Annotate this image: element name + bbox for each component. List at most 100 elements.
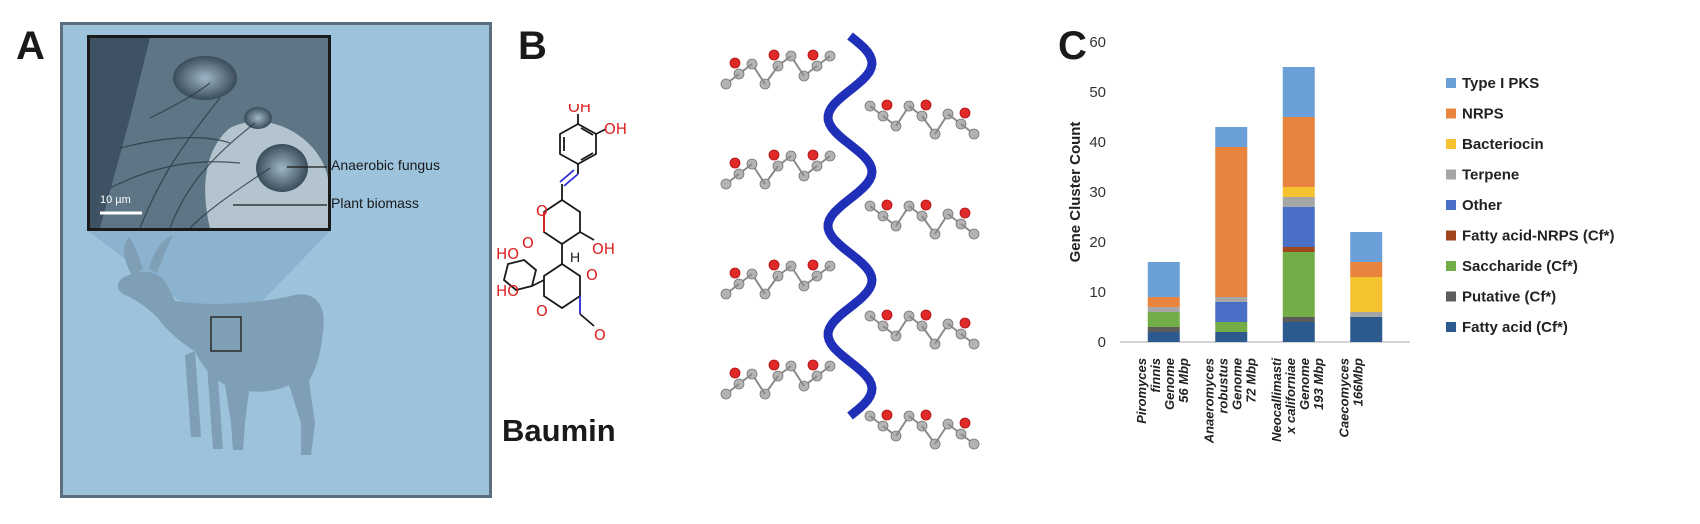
bar-segment	[1147, 262, 1180, 297]
legend-swatch	[1446, 139, 1456, 149]
atom-oh-3: OH	[592, 240, 615, 258]
sugar-chain	[864, 199, 980, 240]
x-category-label: 72 Mbp	[1243, 358, 1258, 403]
atom-ho-1: HO	[496, 245, 519, 263]
bar-segment	[1282, 317, 1315, 322]
x-category-label: Genome	[1229, 358, 1244, 410]
x-category-label: 56 Mbp	[1176, 358, 1191, 403]
bar-segment	[1282, 197, 1315, 207]
legend-swatch	[1446, 200, 1456, 210]
x-category-label: Anaeromyces	[1201, 358, 1216, 444]
legend-swatch	[1446, 78, 1456, 88]
bar-segment	[1215, 302, 1248, 322]
annotation-anaerobic-fungus: Anaerobic fungus	[331, 157, 440, 173]
bar-segment	[1282, 322, 1315, 342]
x-category-label: 193 Mbp	[1311, 358, 1326, 410]
legend-entry: Fatty acid (Cf*)	[1462, 319, 1568, 336]
legend-entry: Terpene	[1462, 167, 1519, 184]
y-tick-label: 20	[1089, 234, 1106, 251]
scale-bar-label: 10 µm	[100, 194, 131, 206]
atom-h: H	[570, 249, 580, 265]
bar-segment	[1350, 262, 1383, 277]
helix-ribbon	[823, 32, 877, 420]
bar-segment	[1147, 327, 1180, 332]
legend-entry: Bacteriocin	[1462, 136, 1544, 153]
legend-swatch	[1446, 261, 1456, 271]
bar-segment	[1350, 232, 1383, 262]
bar-segment	[1147, 297, 1180, 307]
sugar-chain	[720, 49, 836, 90]
y-axis-title: Gene Cluster Count	[1067, 122, 1084, 263]
x-category-label: Neocallimasti	[1269, 358, 1284, 442]
annotation-plant-biomass: Plant biomass	[331, 195, 419, 211]
panel-letter-a: A	[16, 24, 45, 68]
legend-swatch	[1446, 108, 1456, 119]
legend-entry: Putative (Cf*)	[1462, 289, 1556, 306]
atom-o-ring: O	[536, 302, 548, 320]
legend-entry: Other	[1462, 197, 1502, 214]
bar-segment	[1282, 247, 1315, 252]
micrograph-image	[90, 38, 328, 228]
panel-letter-c: C	[1058, 24, 1087, 68]
baumin-structure: OH OH OH HO HO O O O O O H	[496, 104, 627, 344]
sugar-chain	[720, 149, 836, 190]
sugar-chain	[864, 99, 980, 140]
rumen-highlight-box	[210, 316, 242, 352]
bar-segment	[1282, 252, 1315, 317]
sem-micrograph: 10 µm	[87, 35, 331, 231]
atom-ho-2: HO	[496, 282, 519, 300]
compound-name-label: Baumin	[502, 413, 616, 448]
sugar-chain	[720, 259, 836, 300]
x-category-label: x californiae	[1283, 358, 1298, 435]
y-tick-label: 50	[1089, 84, 1106, 101]
sugar-chain	[864, 309, 980, 350]
atom-o-ketone-ring: O	[586, 266, 598, 284]
x-category-label: Piromyces	[1134, 358, 1149, 424]
legend-entry: NRPS	[1462, 106, 1504, 123]
atom-oh-1: OH	[568, 104, 591, 116]
bar-segment	[1282, 207, 1315, 247]
sugar-chain	[720, 359, 836, 400]
goat-illustration	[87, 230, 331, 455]
x-category-label: 166Mbp	[1350, 358, 1365, 406]
legend-swatch	[1446, 230, 1456, 241]
panel-a-illustration: 10 µm Anaerobic fungus Plant biomass	[60, 22, 492, 498]
y-tick-label: 60	[1089, 34, 1106, 51]
atom-oh-2: OH	[604, 120, 627, 138]
x-category-label: Caecomyces	[1336, 358, 1351, 438]
molecular-helix-model	[720, 32, 980, 450]
bar-segment	[1350, 312, 1383, 317]
x-category-label: robustus	[1215, 358, 1230, 414]
x-category-label: Genome	[1297, 358, 1312, 410]
x-category-label: Genome	[1162, 358, 1177, 410]
bar-segment	[1282, 117, 1315, 187]
bar-segment	[1147, 307, 1180, 312]
x-category-label: finnis	[1148, 358, 1163, 393]
bar-segment	[1215, 332, 1248, 342]
bar-segment	[1282, 187, 1315, 197]
panel-letter-b: B	[518, 24, 547, 68]
bar-segment	[1282, 67, 1315, 117]
sugar-chain	[864, 409, 980, 450]
y-tick-label: 30	[1089, 184, 1106, 201]
bar-segment	[1215, 322, 1248, 332]
legend-entry: Fatty acid-NRPS (Cf*)	[1462, 228, 1615, 245]
y-tick-label: 10	[1089, 284, 1106, 301]
y-tick-label: 0	[1098, 334, 1106, 351]
legend-swatch	[1446, 322, 1456, 332]
legend-swatch	[1446, 169, 1456, 180]
bar-segment	[1215, 297, 1248, 302]
bar-segment	[1350, 317, 1383, 342]
bar-segment	[1147, 332, 1180, 342]
legend-entry: Saccharide (Cf*)	[1462, 258, 1578, 275]
bar-segment	[1147, 312, 1180, 327]
legend-entry: Type I PKS	[1462, 75, 1539, 92]
bar-segment	[1350, 277, 1383, 312]
y-tick-label: 40	[1089, 134, 1106, 151]
atom-o-ketone: O	[522, 234, 534, 252]
bar-segment	[1215, 147, 1248, 297]
atom-o-lactone: O	[536, 202, 548, 220]
legend-swatch	[1446, 291, 1456, 302]
goat-silhouette	[117, 235, 324, 455]
